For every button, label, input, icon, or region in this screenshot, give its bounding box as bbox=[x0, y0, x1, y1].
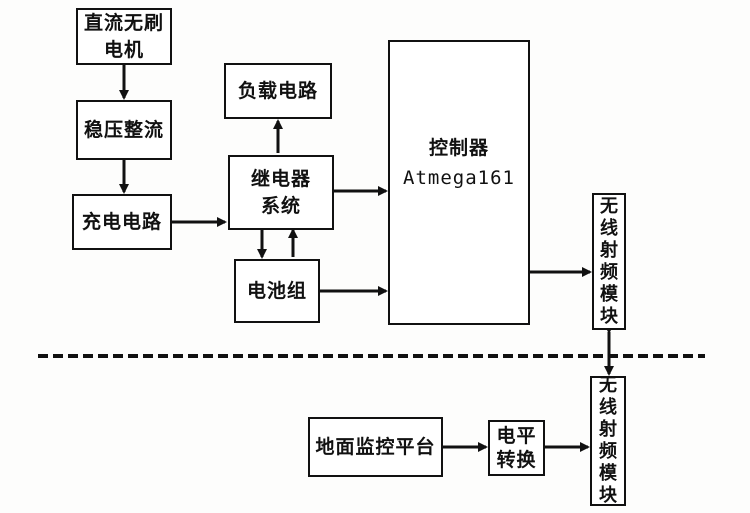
rf-module-upper-box: 无线射频模块 bbox=[592, 193, 626, 330]
bldc-motor-label: 直流无刷 电机 bbox=[83, 11, 164, 61]
level-converter-box: 电平 转换 bbox=[488, 420, 545, 476]
controller-label: 控制器 bbox=[428, 136, 489, 159]
relay-system-label: 继电器 系统 bbox=[250, 167, 311, 217]
level-converter-label: 电平 转换 bbox=[496, 425, 537, 471]
relay-system-box: 继电器 系统 bbox=[228, 155, 334, 230]
battery-pack-label: 电池组 bbox=[246, 279, 307, 302]
controller-text: 控制器 Atmega161 bbox=[403, 133, 515, 193]
controller-box: 控制器 Atmega161 bbox=[388, 40, 530, 325]
load-circuit-label: 负载电路 bbox=[237, 79, 318, 102]
regulator-rectifier-label: 稳压整流 bbox=[83, 118, 164, 141]
load-circuit-box: 负载电路 bbox=[224, 63, 332, 119]
controller-model: Atmega161 bbox=[403, 166, 515, 189]
charging-circuit-label: 充电电路 bbox=[81, 210, 162, 233]
rf-module-lower-box: 无线射频模块 bbox=[590, 375, 626, 506]
ground-platform-label: 地面监控平台 bbox=[315, 435, 436, 458]
bldc-motor-box: 直流无刷 电机 bbox=[76, 8, 172, 65]
charging-circuit-box: 充电电路 bbox=[72, 194, 172, 250]
rf-module-upper-label: 无线射频模块 bbox=[600, 195, 618, 327]
ground-platform-box: 地面监控平台 bbox=[308, 417, 443, 477]
regulator-rectifier-box: 稳压整流 bbox=[76, 100, 172, 160]
battery-pack-box: 电池组 bbox=[234, 259, 320, 323]
rf-module-lower-label: 无线射频模块 bbox=[599, 375, 617, 506]
